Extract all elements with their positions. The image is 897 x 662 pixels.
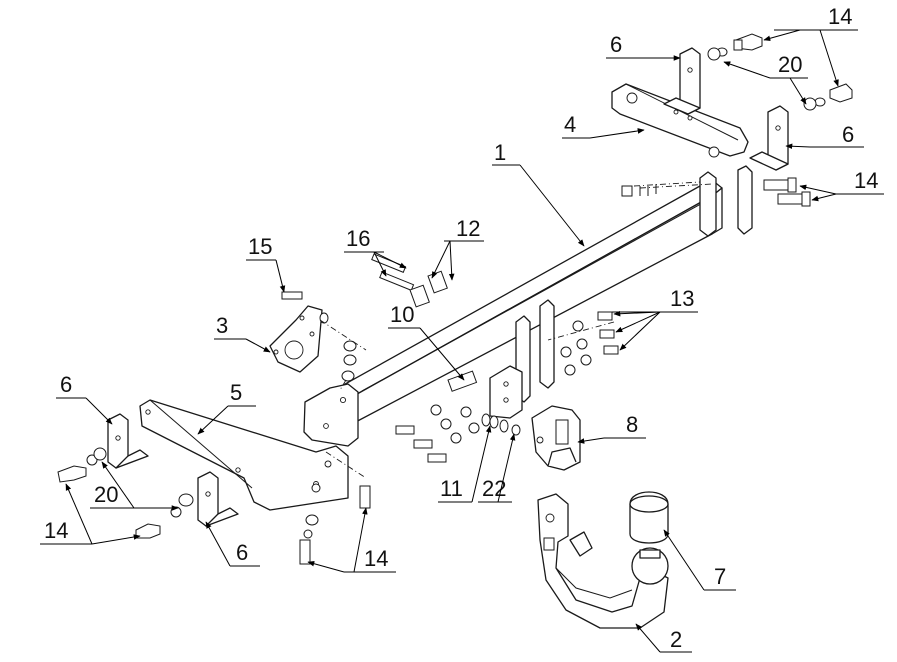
callout-12: 12 [431, 216, 484, 281]
callout-16-label: 16 [346, 226, 370, 251]
callout-14b-label: 14 [854, 168, 878, 193]
callout-1: 1 [492, 140, 585, 247]
callout-16: 16 [344, 226, 407, 277]
callout-6b-label: 6 [842, 122, 854, 147]
callout-11: 11 [438, 425, 492, 503]
callout-6c-label: 6 [60, 372, 72, 397]
callout-2: 2 [635, 623, 692, 653]
tow-neck [537, 493, 669, 629]
fasteners [57, 33, 853, 565]
socket-bracket [531, 405, 581, 471]
callout-10: 10 [388, 302, 465, 381]
callout-6-lower-mid: 6 [205, 521, 260, 567]
callout-20-top: 20 [723, 52, 808, 105]
callout-13-label: 13 [670, 286, 694, 311]
upper-side-rail [611, 83, 749, 158]
callout-20-lower: 20 [90, 461, 179, 511]
center-mount-brackets [489, 299, 555, 419]
callout-11-label: 11 [440, 476, 463, 501]
callout-6-upper-left: 6 [606, 32, 681, 61]
lower-side-rail [139, 399, 349, 511]
callout-6a-label: 6 [610, 32, 622, 57]
callout-3: 3 [214, 313, 271, 353]
callout-8: 8 [577, 412, 646, 444]
bracket-plate [269, 305, 323, 373]
callout-15-label: 15 [248, 234, 272, 259]
callout-14-top: 14 [763, 4, 858, 87]
callout-4: 4 [562, 112, 645, 139]
callout-14a-label: 14 [828, 4, 852, 29]
callout-5-label: 5 [230, 380, 242, 405]
callout-13: 13 [612, 286, 698, 351]
callout-7: 7 [663, 529, 736, 591]
callout-22-label: 22 [482, 476, 506, 501]
callout-8-label: 8 [626, 412, 638, 437]
tow-ball-cap [629, 491, 669, 585]
callout-14c-label: 14 [44, 518, 68, 543]
left-end-plate [303, 383, 359, 447]
callout-6-upper-right: 6 [785, 122, 864, 150]
callout-10-label: 10 [390, 302, 414, 327]
callout-1-label: 1 [494, 140, 506, 165]
callout-6d-label: 6 [236, 540, 248, 565]
callout-7-label: 7 [714, 564, 726, 589]
assembly-axis-lines [319, 181, 713, 479]
lower-angle-brackets [107, 413, 239, 527]
callout-6-lower-left: 6 [56, 372, 113, 425]
callout-3-label: 3 [216, 313, 228, 338]
callout-14-right: 14 [799, 168, 884, 202]
callout-4-label: 4 [564, 112, 576, 137]
callout-2-label: 2 [670, 627, 682, 652]
upper-angle-brackets [663, 47, 789, 171]
callout-22: 22 [478, 433, 516, 503]
callout-5: 5 [197, 380, 256, 435]
callout-20b-label: 20 [94, 482, 118, 507]
callout-14-lower-mid: 14 [307, 507, 396, 573]
callout-15: 15 [246, 234, 286, 293]
callout-14-lower-left: 14 [40, 483, 141, 545]
right-end-plates [699, 165, 753, 237]
callout-14d-label: 14 [364, 546, 388, 571]
callout-20a-label: 20 [778, 52, 802, 77]
callout-12-label: 12 [456, 216, 480, 241]
